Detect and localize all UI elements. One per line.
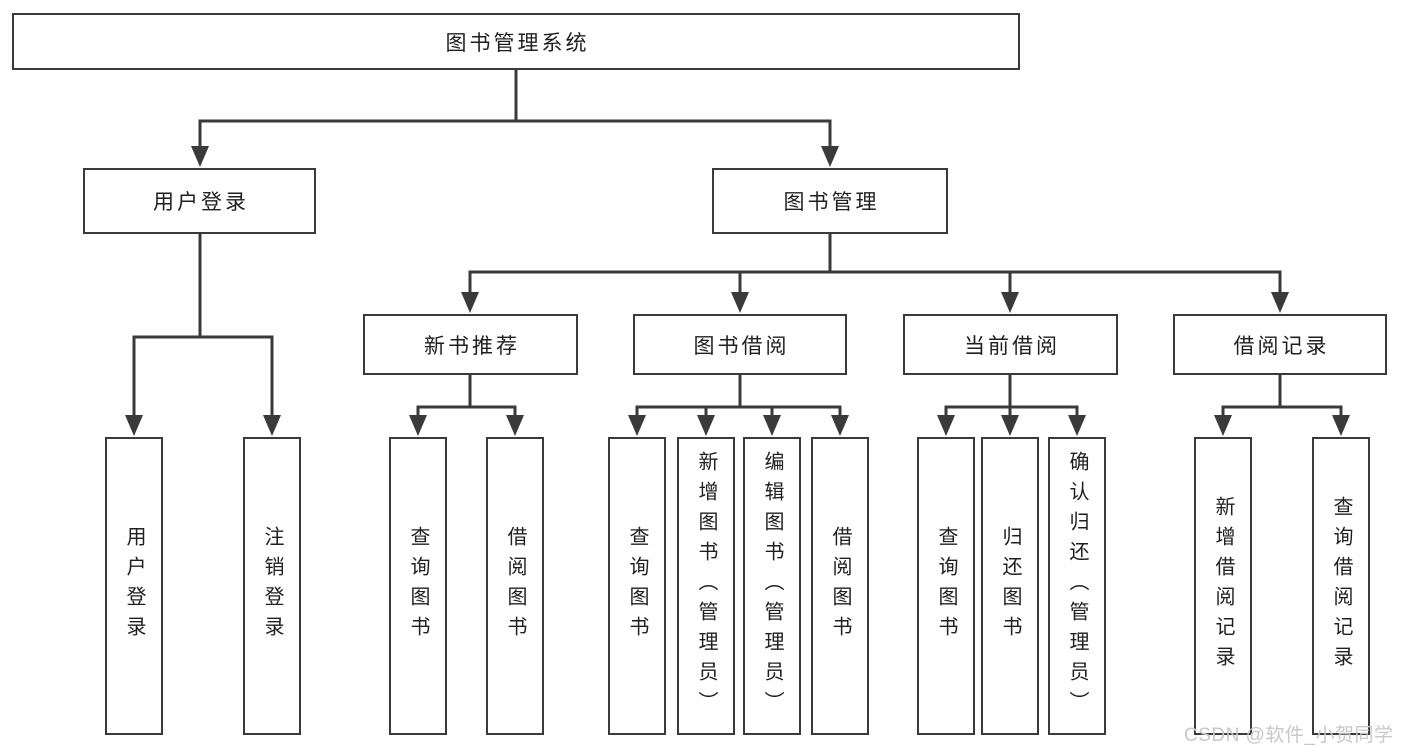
csdn-watermark: CSDN @软件_小贺同学 <box>1184 725 1394 746</box>
node-label: 当前借阅 <box>964 334 1060 358</box>
node-label: 借阅记录 <box>1233 334 1330 358</box>
node-new-book-recommend: 新书推荐 <box>363 314 578 375</box>
leaf-borrow-borrow-book: 借阅图书 <box>811 437 869 735</box>
leaf-user-login: 用户登录 <box>105 437 163 735</box>
node-book-borrow: 图书借阅 <box>633 314 847 375</box>
node-user-login: 用户登录 <box>83 168 316 234</box>
leaf-current-query-book: 查询图书 <box>917 437 975 735</box>
leaf-borrow-edit-book-admin: 编辑图书（管理员） <box>743 437 801 735</box>
node-label: 查询图书 <box>626 526 648 646</box>
node-label: 注销登录 <box>261 526 283 646</box>
node-label: 借阅图书 <box>504 526 526 646</box>
node-label: 查询图书 <box>407 526 429 646</box>
leaf-borrow-add-book-admin: 新增图书（管理员） <box>677 437 735 735</box>
node-label: 图书借阅 <box>693 334 790 358</box>
arrowhead-icons <box>125 146 1350 436</box>
node-label: 查询图书 <box>935 526 957 646</box>
node-label: 归还图书 <box>999 526 1021 646</box>
node-label: 图书管理系统 <box>445 31 590 55</box>
node-label: 新书推荐 <box>424 334 520 358</box>
node-label: 编辑图书（管理员） <box>761 451 783 721</box>
leaf-current-return-book: 归还图书 <box>981 437 1039 735</box>
node-book-management: 图书管理 <box>712 168 948 234</box>
node-library-system: 图书管理系统 <box>12 13 1020 70</box>
leaf-newbook-query-book: 查询图书 <box>389 437 447 735</box>
leaf-newbook-borrow-book: 借阅图书 <box>486 437 544 735</box>
node-label: 借阅图书 <box>829 526 851 646</box>
node-label: 确认归还（管理员） <box>1066 451 1088 721</box>
leaf-current-confirm-return-admin: 确认归还（管理员） <box>1048 437 1106 735</box>
leaf-borrow-query-book: 查询图书 <box>608 437 666 735</box>
leaf-record-add-record: 新增借阅记录 <box>1194 437 1252 735</box>
node-current-borrow: 当前借阅 <box>903 314 1118 375</box>
node-borrow-record: 借阅记录 <box>1173 314 1387 375</box>
node-label: 新增图书（管理员） <box>695 451 717 721</box>
node-label: 查询借阅记录 <box>1330 496 1352 676</box>
leaf-logout: 注销登录 <box>243 437 301 735</box>
node-label: 用户登录 <box>153 191 249 214</box>
leaf-record-query-record: 查询借阅记录 <box>1312 437 1370 735</box>
node-label: 新增借阅记录 <box>1212 496 1234 676</box>
node-label: 图书管理 <box>783 191 880 214</box>
node-label: 用户登录 <box>123 526 145 646</box>
